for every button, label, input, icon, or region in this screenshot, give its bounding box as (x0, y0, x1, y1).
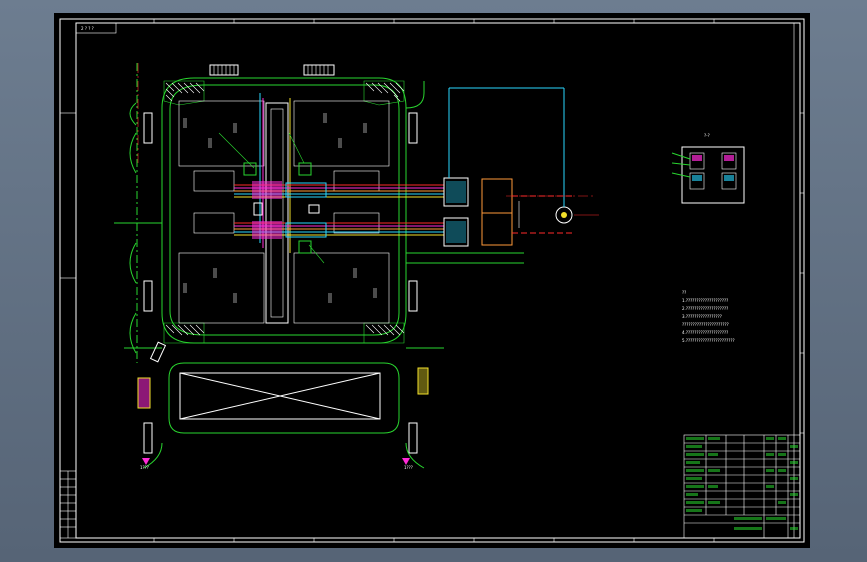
note-line-1: 1.???????????????????? (682, 298, 728, 303)
parking-strips (143, 64, 418, 454)
east-equipment (443, 87, 599, 247)
gates (137, 341, 429, 409)
site-plan-drawing: 2 ? ? ? (59, 18, 805, 543)
sheet-border: 2 ? ? ? (59, 18, 805, 543)
note-line-2: 2.???????????????????? (682, 306, 728, 311)
west-roads (114, 63, 162, 363)
building-blocks (178, 100, 390, 324)
site-boundary (161, 77, 407, 344)
note-line-5: 4.???????????????????? (682, 330, 728, 335)
notes-title: ?? (682, 290, 686, 295)
south-gate-note: 1??? (404, 465, 413, 470)
marker-triangles (142, 458, 410, 465)
note-line-4: ?????????????????????? (682, 322, 729, 327)
central-pipe-corridor (218, 93, 444, 324)
axis-lines (137, 63, 594, 197)
section-inset: ?-? (671, 133, 745, 204)
svg-text:2 ? ? ?: 2 ? ? ? (81, 26, 94, 31)
site-labels: 1??? 1??? (140, 465, 413, 470)
south-parking-lot (124, 347, 444, 469)
note-line-6: 5.??????????????????????? (682, 338, 735, 343)
inset-title: ?-? (704, 133, 710, 138)
east-roads (405, 81, 524, 264)
title-block (683, 434, 801, 539)
cad-viewport[interactable]: 2 ? ? ? (54, 13, 810, 548)
corner-hatch (163, 80, 405, 344)
notes-block: ?? 1.???????????????????? 2.????????????… (682, 290, 735, 343)
note-line-3: 3.????????????????? (682, 314, 722, 319)
north-gate-note: 1??? (140, 465, 149, 470)
